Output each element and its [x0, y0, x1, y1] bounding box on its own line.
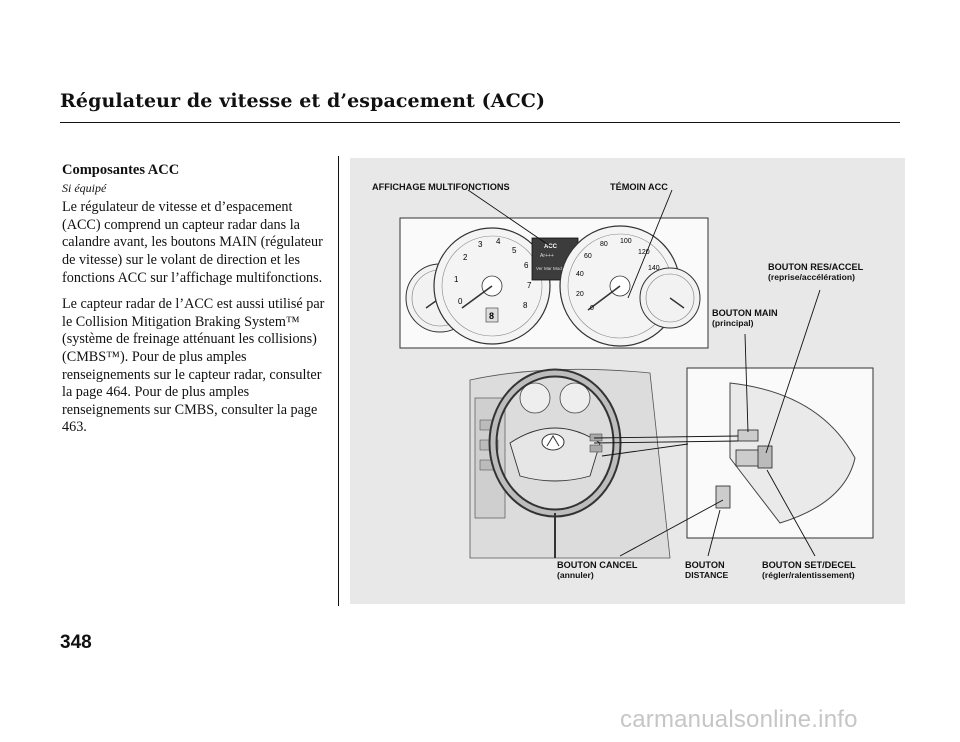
- label-multi-display: AFFICHAGE MULTIFONCTIONS: [372, 182, 510, 192]
- page-title: Régulateur de vitesse et d’espacement (A…: [60, 90, 546, 112]
- speed-80: 80: [600, 241, 608, 248]
- label-cancel-button: BOUTON CANCEL (annuler): [557, 560, 637, 580]
- tach-3: 3: [478, 240, 483, 249]
- watermark: carmanualsonline.info: [620, 706, 858, 733]
- instrument-cluster: 0 1 2 3 4 5 6 7 8 8 ACC Ar+++ Ver Mar Mo…: [399, 217, 709, 349]
- speed-100: 100: [620, 238, 632, 245]
- tach-7: 7: [527, 281, 532, 290]
- leader-lines: [467, 189, 821, 557]
- tach-4: 4: [496, 237, 501, 246]
- column-divider: [338, 156, 340, 606]
- speed-0: 0: [590, 305, 594, 312]
- button-closeup: [686, 367, 874, 539]
- label-res-accel-sub: (reprise/accélération): [768, 272, 855, 282]
- label-res-accel-main: BOUTON RES/ACCEL: [768, 262, 864, 272]
- label-acc-indicator: TÉMOIN ACC: [610, 182, 668, 192]
- label-distance-button: BOUTON DISTANCE: [685, 560, 728, 580]
- speed-120: 120: [638, 249, 650, 256]
- display-mode-text: Ver Mar Mode: [536, 266, 565, 271]
- page-number: 348: [60, 632, 92, 653]
- label-distance-sub: DISTANCE: [685, 570, 729, 580]
- section-subtitle: Si équipé: [62, 180, 107, 195]
- speed-20: 20: [576, 291, 584, 298]
- speed-140: 140: [648, 265, 660, 272]
- label-cancel-sub: (annuler): [557, 570, 594, 580]
- tach-5: 5: [512, 246, 517, 255]
- label-main-button: BOUTON MAIN (principal): [712, 308, 778, 328]
- speed-60: 60: [584, 253, 592, 260]
- tach-0: 0: [458, 297, 463, 306]
- label-res-accel: BOUTON RES/ACCEL (reprise/accélération): [768, 262, 863, 282]
- display-line: Ar+++: [540, 253, 554, 259]
- paragraph-1: Le régulateur de vitesse et d’espacement…: [62, 199, 323, 286]
- label-set-decel-sub: (régler/ralentissement): [762, 570, 855, 580]
- label-distance-main: BOUTON: [685, 560, 725, 570]
- section-title: Composantes ACC: [62, 162, 180, 178]
- tach-8: 8: [523, 301, 528, 310]
- text-column: Composantes ACC Si équipé Le régulateur …: [62, 162, 332, 446]
- label-cancel-main: BOUTON CANCEL: [557, 560, 638, 570]
- speed-40: 40: [576, 271, 584, 278]
- dashboard-drawing: 0 1 2 3 4 5 6 7 8 8 ACC Ar+++ Ver Mar Mo…: [399, 189, 874, 559]
- paragraph-2: Le capteur radar de l’ACC est aussi util…: [62, 296, 325, 436]
- label-set-decel: BOUTON SET/DECEL (régler/ralentissement): [762, 560, 856, 580]
- steering-wheel-scene: [469, 368, 671, 559]
- tach-1: 1: [454, 275, 459, 284]
- label-main-button-sub: (principal): [712, 318, 754, 328]
- tach-2: 2: [463, 253, 468, 262]
- header-rule: [60, 122, 900, 123]
- acc-display-text: ACC: [544, 244, 558, 250]
- gear-indicator: 8: [489, 311, 494, 321]
- acc-illustration: 0 1 2 3 4 5 6 7 8 8 ACC Ar+++ Ver Mar Mo…: [350, 158, 905, 604]
- label-main-button-main: BOUTON MAIN: [712, 308, 778, 318]
- label-set-decel-main: BOUTON SET/DECEL: [762, 560, 856, 570]
- tach-6: 6: [524, 261, 529, 270]
